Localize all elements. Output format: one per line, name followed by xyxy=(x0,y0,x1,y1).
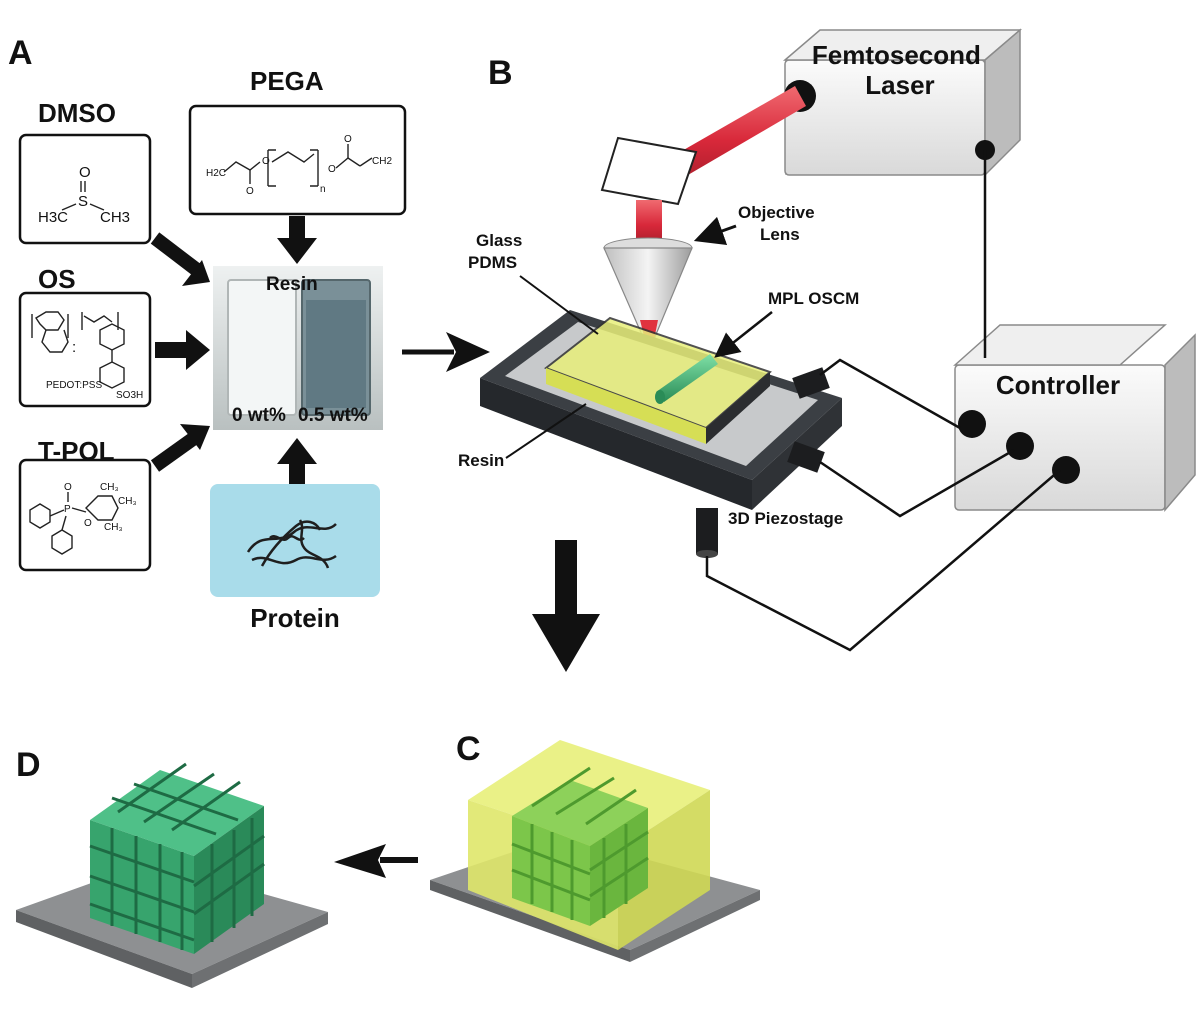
svg-text:O: O xyxy=(64,482,72,493)
tpol-structure-box xyxy=(18,458,152,572)
svg-text:O: O xyxy=(84,518,92,529)
svg-text:O: O xyxy=(262,156,270,167)
objective-pointer xyxy=(693,216,737,246)
os-label: OS xyxy=(38,264,76,294)
arrow-tpol-head xyxy=(180,424,210,450)
laser-label: Femtosecond Laser xyxy=(812,40,988,100)
pega-label: PEGA xyxy=(250,66,324,96)
glass-pointer xyxy=(519,275,599,335)
resin-photo-title: Resin xyxy=(266,274,318,295)
resin-stage-label: Resin xyxy=(458,451,504,470)
svg-text::: : xyxy=(72,339,76,356)
svg-text:S: S xyxy=(78,193,88,210)
mpl-oscm-rod xyxy=(655,354,718,404)
svg-text:O: O xyxy=(246,186,254,197)
dmso-label: DMSO xyxy=(38,98,116,128)
arrow-dmso-to-resin xyxy=(150,232,202,276)
arrow-os-head xyxy=(186,330,210,370)
svg-text:O: O xyxy=(79,164,91,181)
panel-label-b: B xyxy=(488,54,513,92)
svg-text:CH₃: CH₃ xyxy=(104,522,123,533)
arrow-dmso-head xyxy=(182,260,210,286)
protein-box xyxy=(210,484,380,597)
mpl-pointer xyxy=(714,311,773,358)
svg-text:H3C: H3C xyxy=(38,209,68,226)
mpl-oscm-label: MPL OSCM xyxy=(768,289,859,308)
svg-text:CH₃: CH₃ xyxy=(118,496,137,507)
dmso-structure: O S H3C CH3 xyxy=(38,164,130,226)
svg-text:CH3: CH3 xyxy=(100,209,130,226)
pedot-pss-structure: : PEDOT:PSS SO3H xyxy=(31,311,143,401)
arrow-pega-head xyxy=(277,238,317,264)
mirror xyxy=(600,136,698,206)
protein-label: Protein xyxy=(250,603,340,633)
controller-label: Controller xyxy=(996,370,1120,400)
svg-text:O: O xyxy=(328,164,336,175)
scaffold-in-resin xyxy=(430,740,760,962)
svg-text:H2C: H2C xyxy=(206,168,226,179)
femtosecond-laser-box xyxy=(782,28,1023,177)
svg-text:SO3H: SO3H xyxy=(116,390,143,401)
resin-vials-photo xyxy=(213,266,383,430)
vial-label-05wt: 0.5 wt% xyxy=(298,405,368,426)
controller-box xyxy=(953,324,1196,513)
vial-label-0wt: 0 wt% xyxy=(232,405,286,426)
svg-text:CH₃: CH₃ xyxy=(100,482,119,493)
panel-label-d: D xyxy=(16,746,41,784)
vial-clear xyxy=(227,279,297,416)
tpol-structure: P O O CH₃ CH₃ CH₃ xyxy=(29,482,137,555)
svg-text:PEDOT:PSS: PEDOT:PSS xyxy=(46,380,102,391)
arrow-c-to-d-head xyxy=(334,844,386,878)
pega-structure: H2C O O n O O CH2 xyxy=(206,134,392,197)
glass-pdms-label: Glass PDMS xyxy=(468,231,527,272)
objective-label: Objective Lens xyxy=(738,203,819,244)
laser-label-line1: Femtosecond xyxy=(812,40,981,70)
arrow-protein-head xyxy=(277,438,317,464)
arrow-a-to-b-head xyxy=(446,332,490,372)
laser-label-line2: Laser xyxy=(865,70,934,100)
panel-label-c: C xyxy=(456,730,481,768)
piezostage-label: 3D Piezostage xyxy=(728,509,843,528)
arrow-tpol-to-resin xyxy=(150,430,202,472)
glass-pdms-slide xyxy=(543,316,772,444)
svg-text:P: P xyxy=(64,504,71,515)
pega-structure-box xyxy=(188,104,407,216)
final-scaffold xyxy=(16,762,328,988)
resin-pointer xyxy=(505,403,587,459)
panel-label-a: A xyxy=(8,34,33,72)
svg-text:CH2: CH2 xyxy=(372,156,392,167)
arrow-b-to-c-head xyxy=(532,614,600,672)
svg-text:n: n xyxy=(320,184,326,195)
cables xyxy=(705,150,1061,652)
protein-structure-icon xyxy=(246,519,337,569)
svg-text:O: O xyxy=(344,134,352,145)
arrow-b-to-c-shaft xyxy=(555,540,577,618)
